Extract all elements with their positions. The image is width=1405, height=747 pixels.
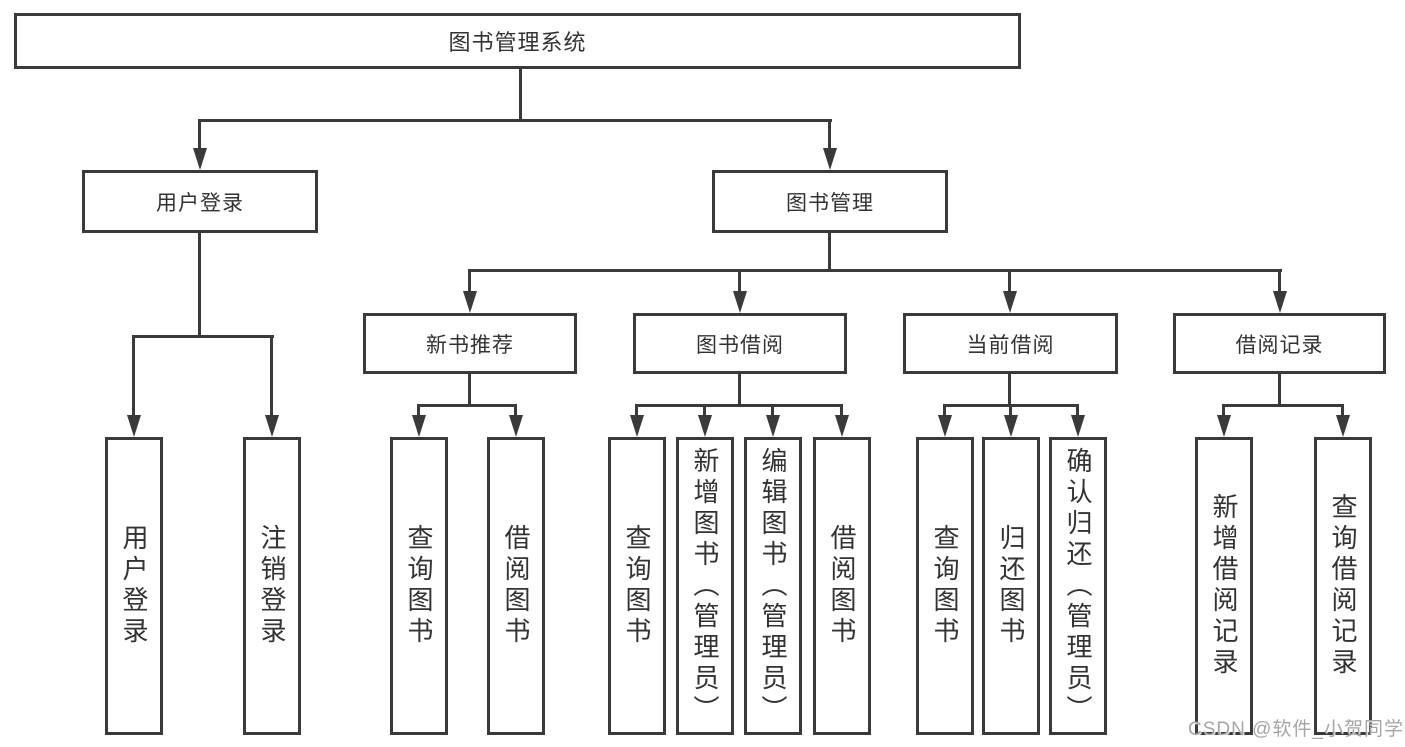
arrowhead-br-add <box>1217 415 1231 437</box>
node-new-book-recommend: 新书推荐 <box>363 313 577 374</box>
leaf-bb-borrow-books: 借阅图书 <box>813 437 871 735</box>
arrowhead-book-borrow <box>733 291 747 313</box>
leaf-br-query-record: 查询借阅记录 <box>1314 437 1372 735</box>
leaf-cb-confirm-return-admin-label: 确认归还（管理员） <box>1063 446 1093 726</box>
connector-drop-nb-borrow <box>514 404 517 417</box>
leaf-user-login-label: 用户登录 <box>119 524 149 648</box>
leaf-bb-add-books-admin: 新增图书（管理员） <box>676 437 734 735</box>
arrowhead-user-login <box>193 148 207 170</box>
connector-new-book-branch <box>418 404 517 407</box>
arrowhead-bb-borrow <box>835 415 849 437</box>
node-borrowing-records-label: 借阅记录 <box>1235 333 1324 357</box>
connector-user-login-branch <box>133 335 274 338</box>
connector-drop-leaf-logout <box>270 335 273 417</box>
connector-current-borrow-stem <box>1008 374 1011 405</box>
arrowhead-br-query <box>1336 415 1350 437</box>
node-user-login-label: 用户登录 <box>156 191 244 215</box>
leaf-nb-borrow-books: 借阅图书 <box>487 437 545 735</box>
arrowhead-cb-return <box>1004 415 1018 437</box>
connector-drop-br-query <box>1341 404 1344 417</box>
node-book-management: 图书管理 <box>712 170 948 233</box>
leaf-nb-borrow-books-label: 借阅图书 <box>501 524 531 648</box>
leaf-br-query-record-label: 查询借阅记录 <box>1328 493 1358 679</box>
arrowhead-book-management <box>823 148 837 170</box>
connector-drop-book-borrow <box>738 269 741 293</box>
leaf-bb-query-books: 查询图书 <box>608 437 666 735</box>
connector-drop-book-management <box>828 119 831 150</box>
node-book-borrowing: 图书借阅 <box>633 313 847 374</box>
node-book-management-label: 图书管理 <box>786 191 874 215</box>
node-book-borrowing-label: 图书借阅 <box>696 333 784 357</box>
node-new-book-recommend-label: 新书推荐 <box>426 333 514 357</box>
leaf-nb-query-books: 查询图书 <box>390 437 448 735</box>
connector-drop-cb-query <box>943 404 946 417</box>
watermark: CSDN @软件_小贺同学 <box>1188 719 1404 740</box>
node-borrowing-records: 借阅记录 <box>1173 313 1386 374</box>
leaf-nb-query-books-label: 查询图书 <box>404 524 434 648</box>
connector-drop-bb-add <box>703 404 706 417</box>
leaf-cb-return-books-label: 归还图书 <box>996 524 1026 648</box>
node-current-borrowing: 当前借阅 <box>903 313 1118 374</box>
connector-book-mgmt-branch <box>469 269 1282 272</box>
connector-drop-borrow-record <box>1278 269 1281 293</box>
leaf-cb-query-books-label: 查询图书 <box>930 524 960 648</box>
connector-borrow-record-branch <box>1223 404 1344 407</box>
connector-book-borrow-stem <box>738 374 741 405</box>
connector-borrow-record-stem <box>1278 374 1281 405</box>
arrowhead-bb-query <box>630 415 644 437</box>
arrowhead-cb-query <box>938 415 952 437</box>
connector-drop-br-add <box>1222 404 1225 417</box>
connector-new-book-stem <box>468 374 471 405</box>
connector-drop-bb-query <box>635 404 638 417</box>
connector-root-branch <box>198 119 832 122</box>
arrowhead-cb-confirm <box>1071 415 1085 437</box>
connector-drop-user-login <box>198 119 201 150</box>
connector-drop-bb-borrow <box>840 404 843 417</box>
arrowhead-bb-add <box>698 415 712 437</box>
arrowhead-new-book <box>463 291 477 313</box>
connector-drop-nb-query <box>417 404 420 417</box>
leaf-bb-query-books-label: 查询图书 <box>622 524 652 648</box>
leaf-br-add-record: 新增借阅记录 <box>1195 437 1253 735</box>
connector-user-login-stem <box>198 233 201 336</box>
node-current-borrowing-label: 当前借阅 <box>966 333 1055 357</box>
arrowhead-borrow-record <box>1273 291 1287 313</box>
connector-drop-new-book <box>468 269 471 293</box>
leaf-logout-label: 注销登录 <box>257 524 287 648</box>
leaf-bb-borrow-books-label: 借阅图书 <box>827 524 857 648</box>
connector-book-mgmt-stem <box>828 233 831 270</box>
leaf-bb-edit-books-admin-label: 编辑图书（管理员） <box>758 446 788 726</box>
arrowhead-leaf-logout <box>265 415 279 437</box>
connector-book-borrow-branch <box>636 404 843 407</box>
connector-drop-leaf-login <box>132 335 135 417</box>
node-user-login: 用户登录 <box>82 170 318 233</box>
connector-drop-cb-confirm <box>1076 404 1079 417</box>
leaf-br-add-record-label: 新增借阅记录 <box>1209 493 1239 679</box>
node-root-library-system: 图书管理系统 <box>14 13 1021 69</box>
arrowhead-nb-query <box>412 415 426 437</box>
arrowhead-nb-borrow <box>509 415 523 437</box>
leaf-cb-query-books: 查询图书 <box>916 437 974 735</box>
connector-drop-cb-return <box>1009 404 1012 417</box>
arrowhead-current-borrow <box>1003 291 1017 313</box>
connector-drop-current-borrow <box>1008 269 1011 293</box>
arrowhead-leaf-login <box>127 415 141 437</box>
leaf-cb-confirm-return-admin: 确认归还（管理员） <box>1049 437 1107 735</box>
leaf-logout: 注销登录 <box>243 437 301 735</box>
arrowhead-bb-edit <box>766 415 780 437</box>
leaf-user-login: 用户登录 <box>105 437 163 735</box>
leaf-bb-edit-books-admin: 编辑图书（管理员） <box>744 437 802 735</box>
leaf-cb-return-books: 归还图书 <box>982 437 1040 735</box>
connector-root-stem <box>519 68 522 120</box>
leaf-bb-add-books-admin-label: 新增图书（管理员） <box>690 446 720 726</box>
connector-drop-bb-edit <box>771 404 774 417</box>
root-node-label: 图书管理系统 <box>448 30 587 55</box>
